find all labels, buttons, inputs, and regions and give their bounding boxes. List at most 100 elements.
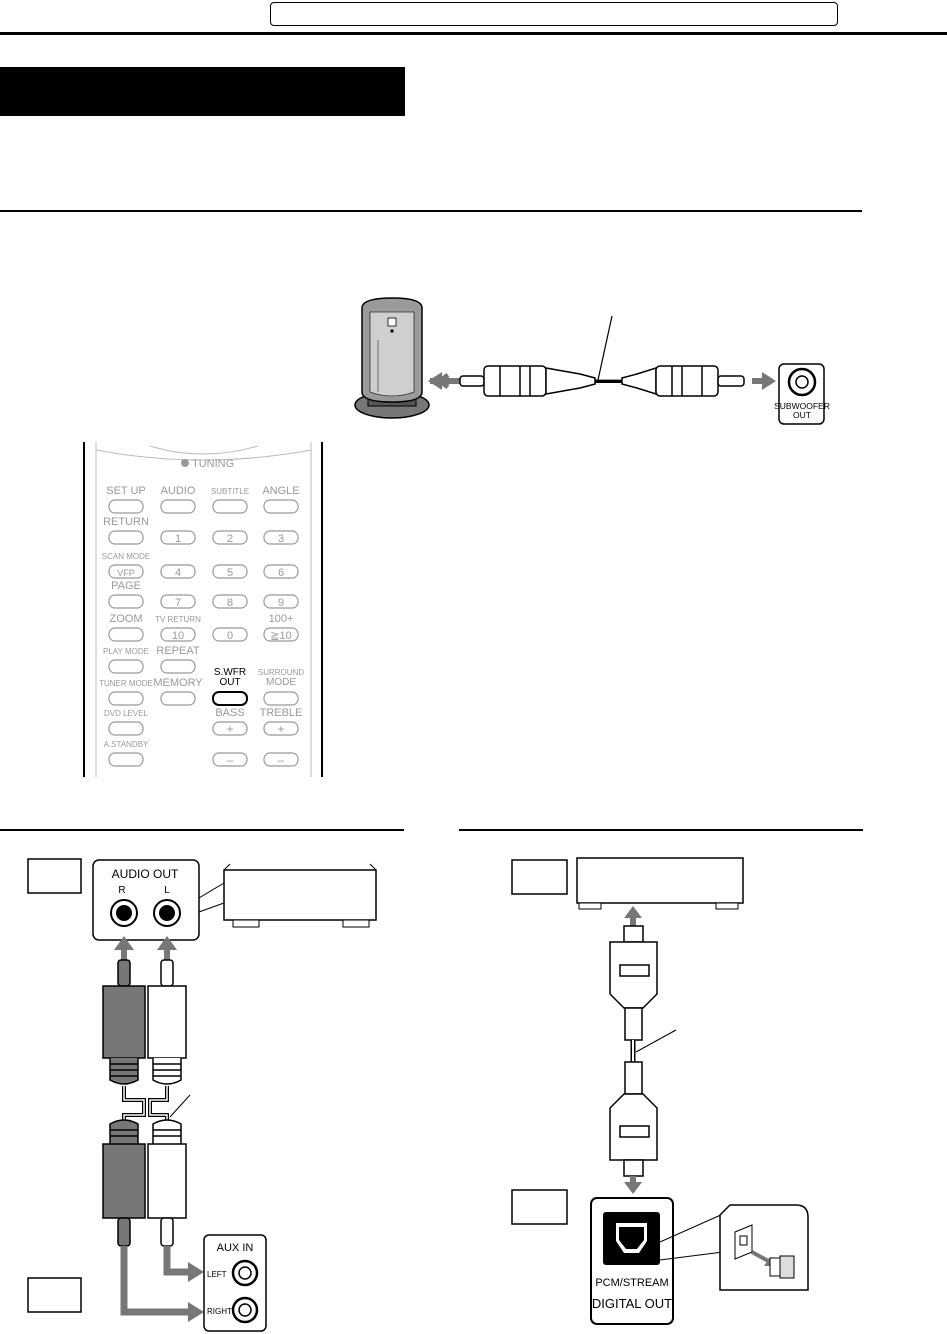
aux-in-title: AUX IN (217, 1242, 254, 1254)
remote-key[interactable] (108, 530, 144, 545)
remote-label-tv-return: TV RETURN (155, 615, 201, 624)
remote-surround-label-2: MODE (266, 677, 296, 688)
remote-key[interactable] (108, 627, 144, 642)
device-label-box-3 (511, 859, 568, 895)
remote-label-repeat: REPEAT (156, 645, 199, 657)
rca-plug-red-top (102, 959, 146, 1085)
remote-label-play-mode: PLAY MODE (103, 647, 149, 656)
rca-plug-white-bottom (147, 1119, 187, 1247)
remote-key[interactable] (263, 499, 299, 514)
device-label-box-4 (511, 1189, 568, 1225)
remote-digit-label: 6 (278, 567, 284, 579)
remote-swfr-label-2: OUT (219, 677, 240, 688)
remote-digit-key[interactable] (263, 594, 299, 609)
remote-digit-key[interactable] (263, 530, 299, 545)
subwoofer-out-jack: SUBWOOFER OUT (774, 363, 830, 425)
optical-plug-top (609, 925, 658, 1041)
remote-plus-key[interactable] (263, 721, 299, 736)
remote-swfr-label: S.WFR (214, 667, 246, 678)
remote-repeat-key[interactable] (160, 659, 196, 674)
remote-minus-label: – (227, 753, 234, 767)
device-label-box-1 (27, 858, 82, 894)
remote-key[interactable] (212, 499, 248, 514)
device-label-box-2 (27, 1277, 82, 1313)
section-rule-right (459, 829, 863, 831)
remote-minus-key[interactable] (212, 752, 248, 767)
remote-digit-label: 3 (278, 533, 284, 545)
remote-label-a-standby: A.STANDBY (104, 740, 149, 749)
remote-digit-key[interactable] (212, 530, 248, 545)
remote-digit-label: 9 (278, 597, 284, 609)
remote-key[interactable] (108, 564, 144, 579)
swfr-out-button[interactable] (212, 691, 248, 706)
source-component-icon (223, 863, 377, 928)
remote-label-bass: BASS (215, 707, 244, 719)
audio-out-panel: AUDIO OUT R L (92, 859, 225, 941)
remote-key[interactable] (108, 691, 144, 706)
remote-label-audio: AUDIO (161, 485, 196, 497)
subwoofer-jack-label-1: SUBWOOFER (774, 401, 830, 411)
section-rule (0, 210, 862, 212)
remote-label-return: RETURN (103, 516, 149, 528)
rca-plug-right (621, 365, 745, 397)
remote-label-treble: TREBLE (260, 707, 303, 719)
remote-label-dvd-level: DVD LEVEL (104, 709, 149, 718)
aux-in-panel: AUX IN LEFT RIGHT (203, 1234, 267, 1332)
remote-key[interactable] (108, 721, 144, 736)
audio-out-title: AUDIO OUT (112, 867, 179, 881)
digital-out-line2: DIGITAL OUT (592, 1296, 672, 1311)
tuning-icon (181, 459, 189, 467)
audio-out-l: L (164, 885, 170, 896)
remote-digit-label: 4 (175, 567, 181, 579)
remote-digit-key[interactable] (160, 594, 196, 609)
remote-plus-key[interactable] (212, 721, 248, 736)
remote-digit-key[interactable] (212, 627, 248, 642)
section-title-bar (0, 67, 405, 116)
remote-plus-label: + (226, 722, 233, 736)
remote-digit-key[interactable] (263, 627, 299, 642)
remote-digit-key[interactable] (212, 594, 248, 609)
digital-out-panel: PCM/STREAM DIGITAL OUT (590, 1197, 724, 1325)
remote-surround-key[interactable] (263, 691, 299, 706)
remote-label-angle: ANGLE (262, 485, 299, 497)
remote-digit-label: 0 (227, 630, 233, 642)
digital-component-icon (576, 857, 744, 910)
remote-vfp-label: VFP (117, 568, 135, 578)
rca-plug-white-top (147, 959, 187, 1085)
remote-label-zoom: ZOOM (110, 613, 143, 625)
remote-label-100-: 100+ (269, 613, 294, 625)
optical-plug-bottom (609, 1061, 658, 1177)
aux-in-left: LEFT (207, 1270, 227, 1279)
remote-label-set-up: SET UP (106, 485, 146, 497)
remote-digit-key[interactable] (160, 530, 196, 545)
remote-digit-label: 7 (175, 597, 181, 609)
rca-plug-red-bottom (102, 1119, 146, 1247)
remote-label-memory: MEMORY (153, 677, 203, 689)
remote-minus-key[interactable] (263, 752, 299, 767)
header-rule (0, 32, 947, 35)
remote-key[interactable] (108, 659, 144, 674)
remote-digit-label: ≧10 (270, 630, 291, 642)
remote-digit-key[interactable] (160, 564, 196, 579)
aux-in-right: RIGHT (207, 1307, 232, 1316)
digital-out-line1: PCM/STREAM (595, 1277, 668, 1289)
remote-key[interactable] (108, 594, 144, 609)
remote-key[interactable] (108, 499, 144, 514)
remote-memory-key[interactable] (160, 691, 196, 706)
remote-digit-label: 5 (227, 567, 233, 579)
remote-digit-key[interactable] (212, 564, 248, 579)
remote-minus-label: – (278, 753, 285, 767)
remote-digit-key[interactable] (160, 627, 196, 642)
remote-digit-key[interactable] (263, 564, 299, 579)
remote-surround-label: SURROUND (258, 668, 304, 677)
remote-label-subtitle: SUBTITLE (211, 487, 249, 496)
header-box (270, 2, 838, 26)
remote-key[interactable] (160, 499, 196, 514)
tuning-label: TUNING (192, 458, 234, 470)
remote-digit-label: 10 (172, 630, 184, 642)
remote-digit-label: 8 (227, 597, 233, 609)
remote-key[interactable] (108, 752, 144, 767)
rca-plug-left (459, 365, 596, 397)
